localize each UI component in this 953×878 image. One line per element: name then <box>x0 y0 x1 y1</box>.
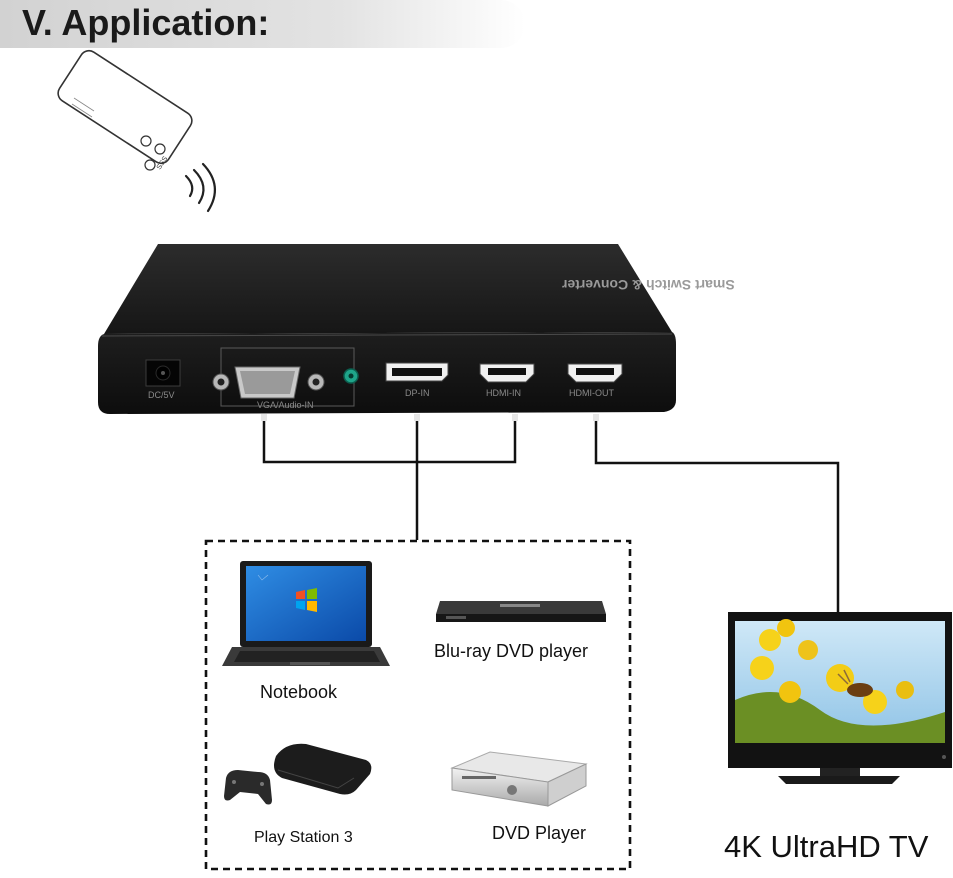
cable-ends <box>261 414 599 421</box>
tv-icon <box>728 612 952 784</box>
dp-port-label: DP-IN <box>405 388 430 398</box>
ps3-label: Play Station 3 <box>254 829 353 846</box>
dvd-player-icon <box>450 751 588 807</box>
sources-box <box>204 539 632 871</box>
cables <box>262 414 840 612</box>
tv-label: 4K UltraHD TV <box>724 829 929 864</box>
dc-jack <box>145 359 181 387</box>
hdmi-out-port-label: HDMI-OUT <box>569 388 614 398</box>
bluray-player-icon <box>436 601 606 622</box>
dvd-label: DVD Player <box>492 823 586 843</box>
notebook-icon <box>222 561 390 666</box>
dc-port-label: DC/5V <box>148 390 175 400</box>
hdmi-in-port-label: HDMI-IN <box>486 388 521 398</box>
heading-band <box>0 0 525 48</box>
device-top-label: Smart Switch & Converter <box>561 277 734 293</box>
dp-port <box>385 362 449 382</box>
vga-port-label: VGA/Audio-IN <box>257 400 314 410</box>
signal-waves-icon <box>184 162 216 213</box>
ps3-icon <box>224 743 372 805</box>
bluray-label: Blu-ray DVD player <box>434 641 588 661</box>
notebook-label: Notebook <box>260 682 338 702</box>
hdmi-out-port <box>567 363 623 383</box>
heading: V. Application: <box>22 2 270 43</box>
hdmi-in-port <box>479 363 535 383</box>
remote-control-icon: SSS <box>57 49 193 171</box>
switch-converter-device: Smart Switch & Converter <box>98 244 735 414</box>
vga-port <box>212 347 359 407</box>
